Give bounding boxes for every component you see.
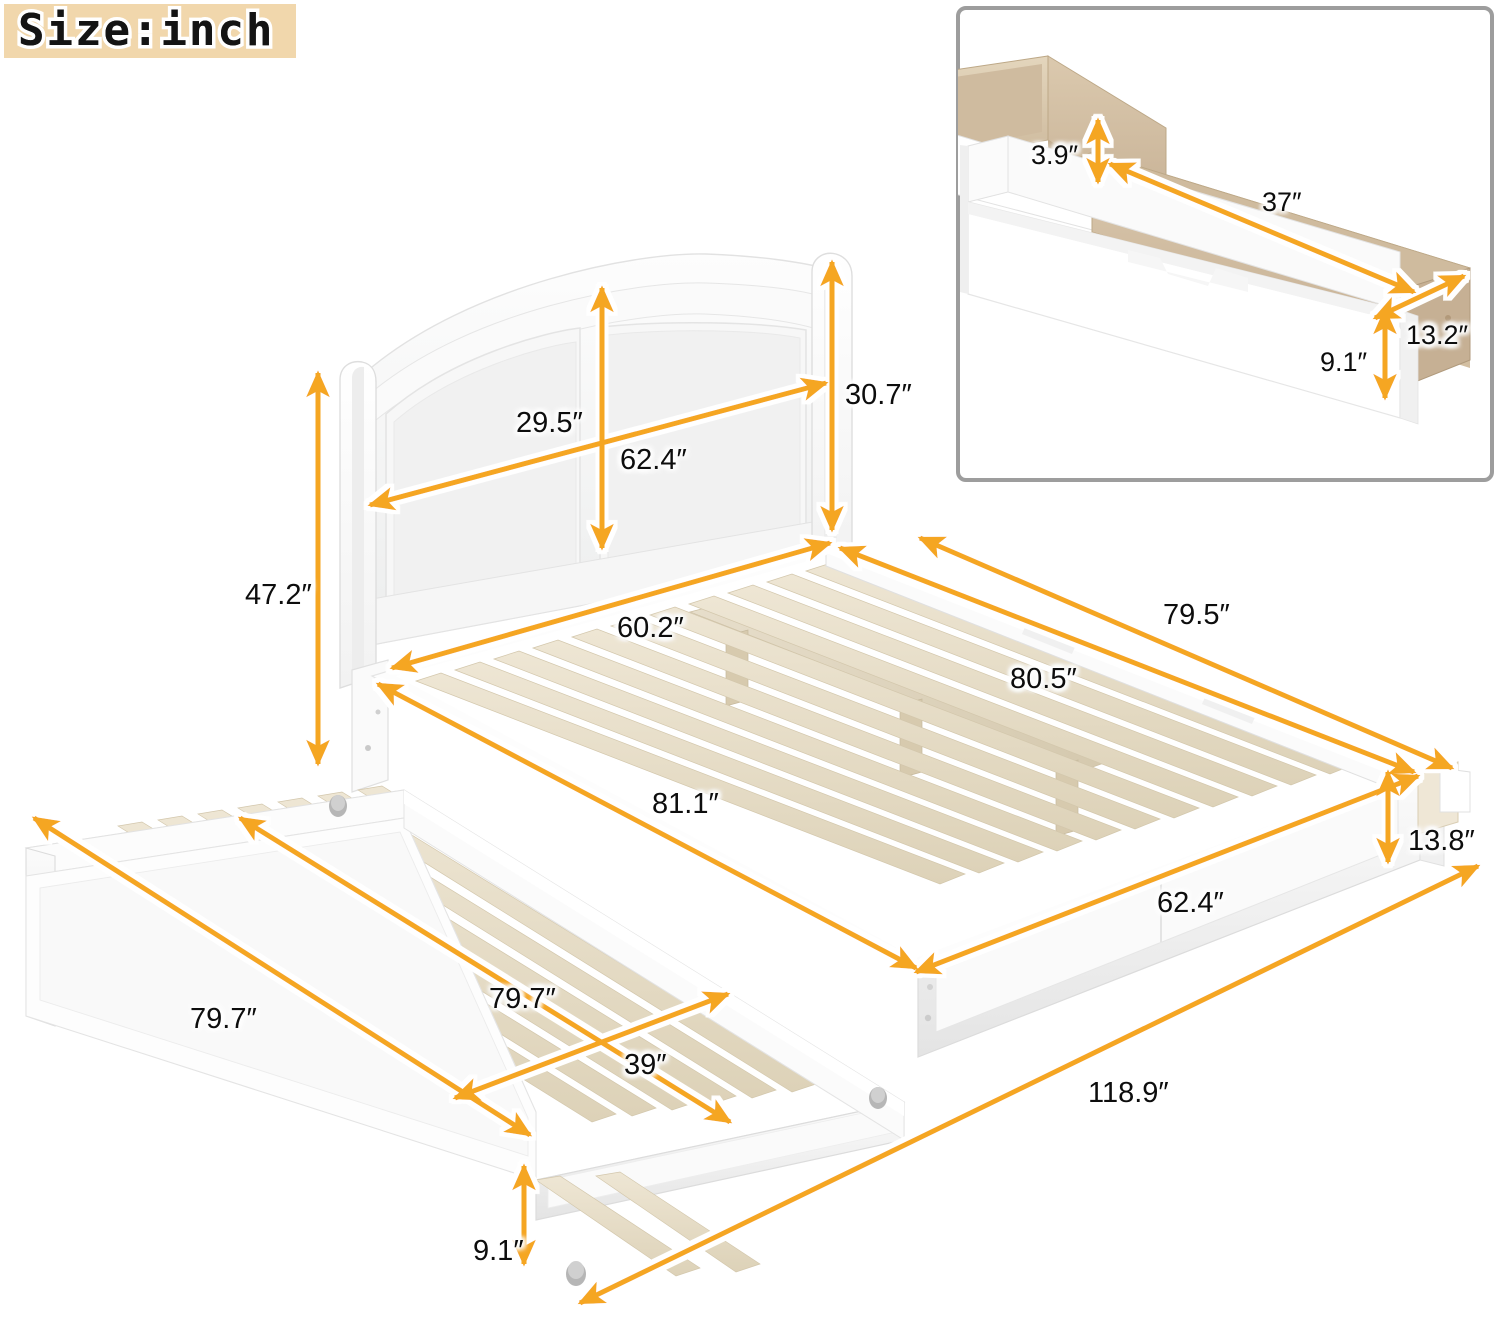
dim-label-30-7: 30.7″ [845,379,912,411]
arrow-80-5 [837,545,1417,775]
arrow-81-1 [375,681,919,971]
dim-label-81-1: 81.1″ [652,788,719,820]
storage-drawer-right [1417,761,1471,835]
dim-label-3-9: 3.9″ [1031,140,1079,170]
dim-label-9-1-drawer: 9.1″ [1320,347,1368,377]
dim-label-79-7-inner: 79.7″ [489,983,556,1015]
arrow-37 [1107,161,1417,295]
dim-label-39: 39″ [624,1049,667,1081]
arrow-79-5 [917,535,1455,771]
dim-label-47-2: 47.2″ [245,579,312,611]
dim-label-37: 37″ [1262,187,1302,217]
size-unit-label-outline: Size:inch [14,2,275,60]
arrow-62-4-foot [913,773,1421,975]
arrow-118-9 [577,863,1481,1306]
arrow-62-4-headboard [367,377,829,511]
size-unit-label: Size:inch [18,5,275,56]
dim-label-13-2: 13.2″ [1406,320,1469,350]
dim-label-118-9: 118.9″ [1088,1077,1169,1109]
dim-label-13-8: 13.8″ [1408,825,1475,857]
dim-label-60-2: 60.2″ [617,612,684,644]
dim-label-62-4-foot: 62.4″ [1157,887,1224,919]
dim-label-79-5: 79.5″ [1163,599,1230,631]
dim-label-9-1-trundle: 9.1″ [473,1235,524,1267]
arrow-79-7-outer [31,815,533,1138]
size-unit-badge: Size:inch Size:inch [4,2,296,60]
dim-label-29-5: 29.5″ [516,407,583,439]
dim-label-62-4-headboard: 62.4″ [620,444,687,476]
arrow-group-main [31,117,1481,1306]
dim-label-80-5: 80.5″ [1010,663,1077,695]
arrow-60-2 [389,538,833,673]
dim-label-79-7-outer: 79.7″ [190,1003,257,1035]
